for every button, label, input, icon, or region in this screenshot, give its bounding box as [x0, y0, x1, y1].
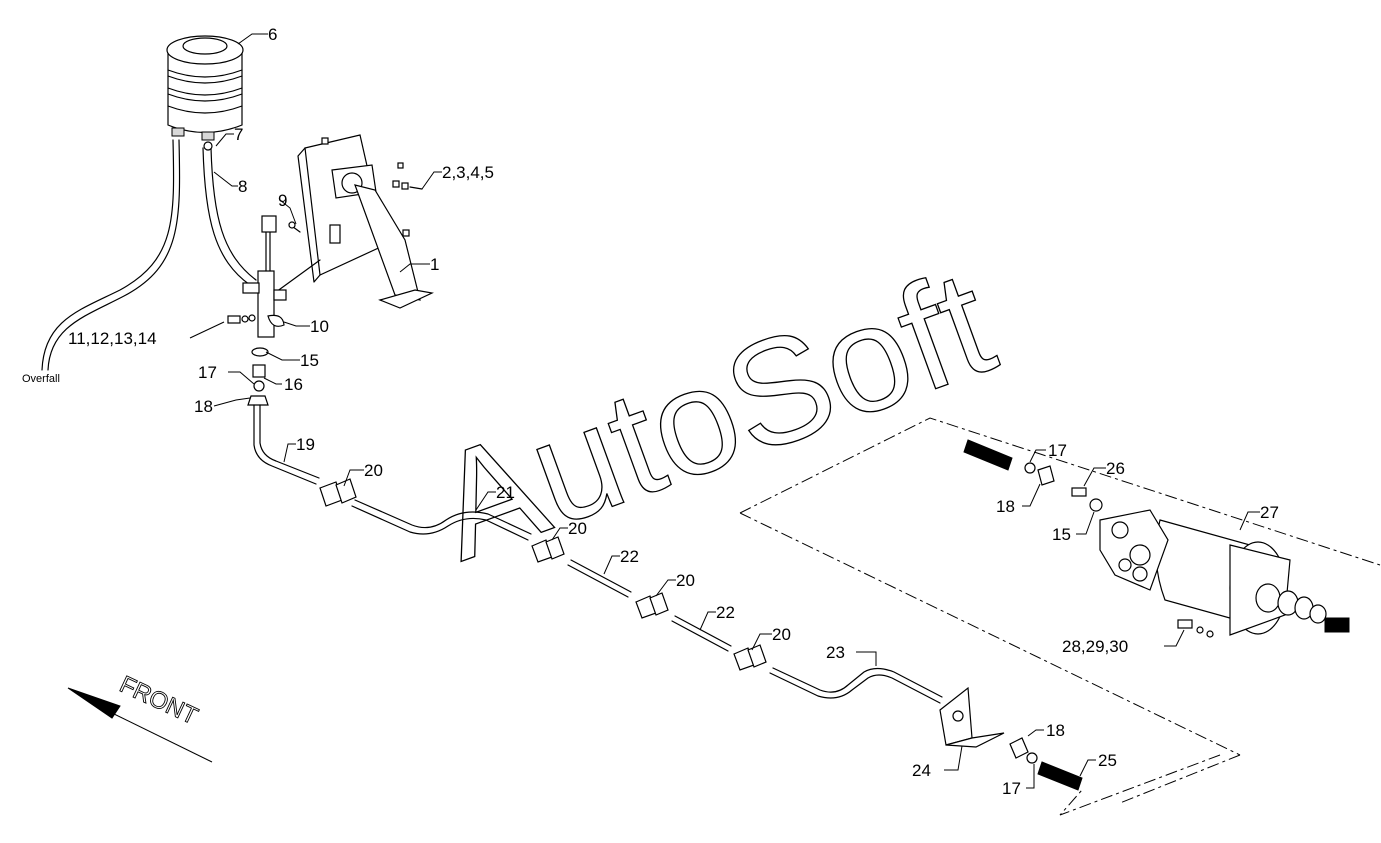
callout-17-right: 17	[1048, 441, 1067, 460]
callout-17-lower: 17	[1002, 779, 1021, 798]
fitting-stack-lower	[1009, 737, 1083, 791]
callout-2-5: 2,3,4,5	[442, 163, 494, 182]
pedal-bracket-part-1	[264, 134, 434, 309]
fitting-stack-right	[963, 439, 1103, 512]
coupling-part-20a	[319, 478, 357, 507]
callout-20d: 20	[772, 625, 791, 644]
master-cylinder-part-10	[242, 215, 287, 338]
callout-28-30: 28,29,30	[1062, 637, 1128, 656]
pipe-part-21	[351, 499, 532, 541]
callout-labels: 6 7 8 9 2,3,4,5 1 10 11,12,13,14 15 16 1…	[68, 25, 1279, 798]
callout-21: 21	[496, 483, 515, 502]
callout-1: 1	[430, 255, 439, 274]
callout-9: 9	[278, 191, 287, 210]
callout-20a: 20	[364, 461, 383, 480]
callout-27: 27	[1260, 503, 1279, 522]
callout-leaders	[189, 33, 1260, 789]
coupling-part-20b	[531, 536, 565, 563]
screw-set-part-28-30	[1177, 619, 1214, 638]
watermark-text: AutoSoft	[414, 237, 1012, 592]
callout-18-upper: 18	[194, 397, 213, 416]
front-direction-arrow: FRONT	[67, 671, 213, 763]
callout-6: 6	[268, 25, 277, 44]
callout-22b: 22	[716, 603, 735, 622]
callout-19: 19	[296, 435, 315, 454]
callout-23: 23	[826, 643, 845, 662]
callout-20b: 20	[568, 519, 587, 538]
dashed-enclosure	[739, 417, 1381, 816]
overflow-label: Overfall	[22, 373, 60, 385]
pipe-part-22a	[567, 559, 632, 598]
callout-15-upper: 15	[300, 351, 319, 370]
pipe-part-23	[769, 667, 943, 704]
coupling-part-20c	[635, 592, 669, 619]
reservoir-part-6	[166, 35, 244, 141]
callout-16: 16	[284, 375, 303, 394]
callout-25: 25	[1098, 751, 1117, 770]
callout-8: 8	[238, 177, 247, 196]
callout-10: 10	[310, 317, 329, 336]
clutch-servo-part-27	[1099, 509, 1350, 636]
callout-26: 26	[1106, 459, 1125, 478]
callout-20c: 20	[676, 571, 695, 590]
bolt-set-part-2-5	[392, 180, 423, 190]
callout-15-right: 15	[1052, 525, 1071, 544]
dashed-enclosure-right	[1119, 754, 1241, 804]
pipe-part-22b	[671, 615, 732, 652]
bleeder-part-11-14	[227, 314, 256, 324]
callout-24: 24	[912, 761, 931, 780]
pin-part-9	[288, 221, 301, 233]
pipe-part-19	[253, 404, 320, 485]
callout-18-right: 18	[996, 497, 1015, 516]
callout-11-14: 11,12,13,14	[68, 329, 157, 348]
callout-7: 7	[234, 125, 243, 144]
fitting-stack-upper	[247, 347, 269, 406]
callout-18-lower: 18	[1046, 721, 1065, 740]
callout-22a: 22	[620, 547, 639, 566]
bracket-part-24	[939, 686, 1005, 748]
coupling-part-20d	[733, 644, 767, 671]
callout-17-upper: 17	[198, 363, 217, 382]
watermark: AutoSoft	[414, 236, 1013, 592]
hose-part-8	[41, 139, 257, 371]
